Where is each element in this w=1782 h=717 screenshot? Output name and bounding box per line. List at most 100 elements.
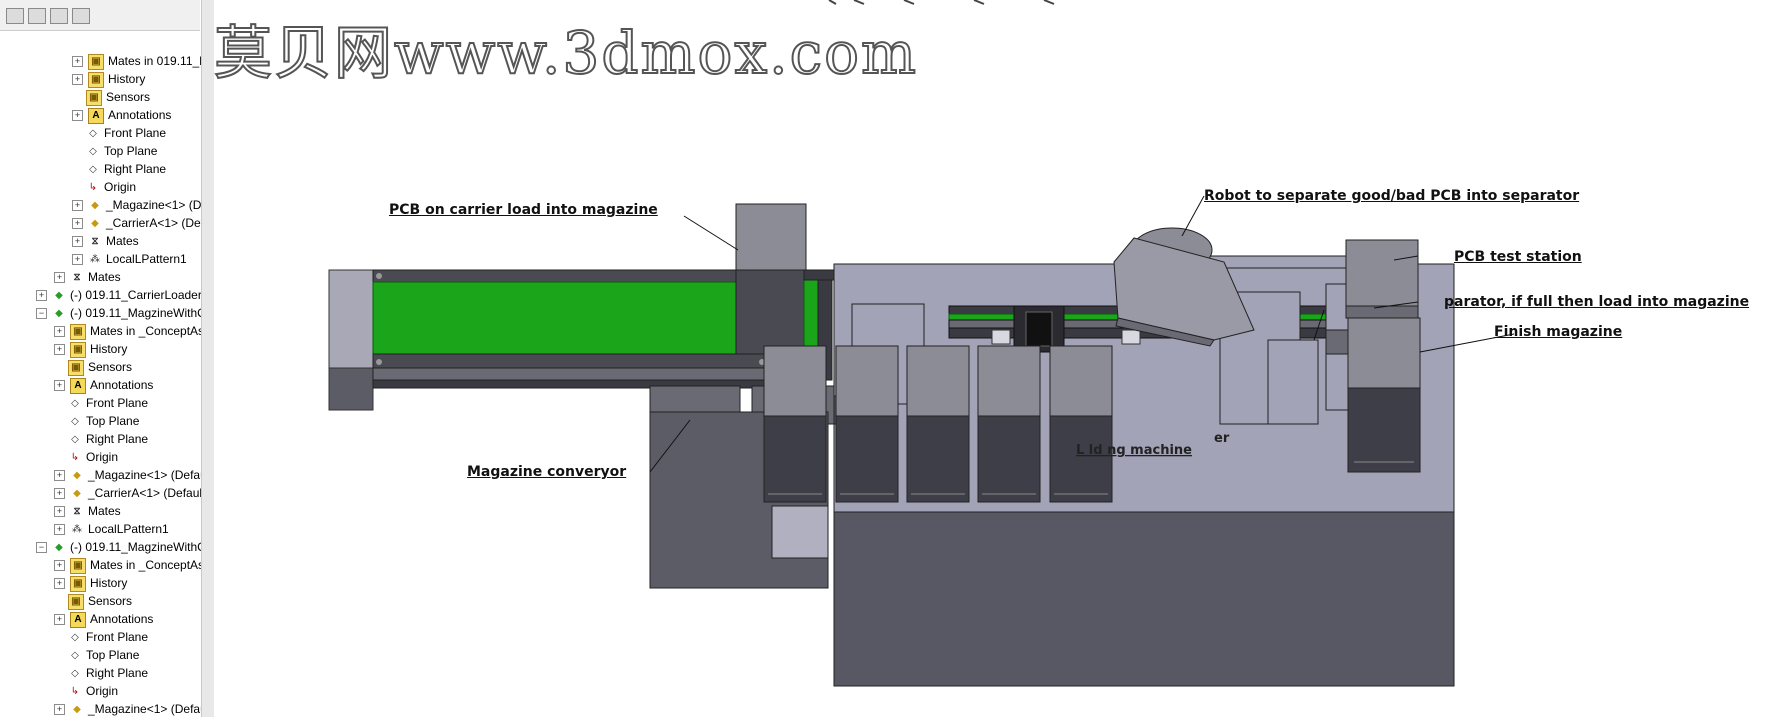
pattern-icon: ⁂ — [72, 523, 82, 535]
tree-expander-icon[interactable]: + — [54, 380, 65, 392]
tree-item[interactable]: ◇Top Plane — [54, 646, 139, 664]
tree-item[interactable]: +▣History — [54, 574, 127, 592]
tree-item-label: Mates — [88, 504, 121, 518]
tree-expander-icon[interactable]: + — [54, 326, 65, 338]
tree-item[interactable]: ↳Origin — [54, 448, 118, 466]
tree-item[interactable]: +▣Mates in _ConceptAs — [54, 556, 204, 574]
tree-expander-icon[interactable]: + — [54, 488, 65, 500]
robot-arm[interactable] — [1113, 227, 1255, 347]
tree-item[interactable]: +◆_CarrierA<1> (Defaul — [54, 484, 202, 502]
tree-item[interactable]: +⁂LocalLPattern1 — [54, 520, 169, 538]
tree-item[interactable]: +▣Mates in 019.11_M — [72, 52, 209, 70]
tree-expander-icon[interactable]: + — [54, 524, 65, 536]
tree-expander-icon[interactable]: + — [54, 578, 65, 590]
tree-item[interactable]: ▣Sensors — [54, 358, 132, 376]
display-manager-tab-icon[interactable] — [72, 8, 90, 24]
tree-item[interactable]: ◇Front Plane — [54, 394, 148, 412]
tree-expander-icon[interactable]: + — [54, 272, 65, 284]
magazine[interactable] — [906, 345, 970, 503]
tree-expander-icon[interactable]: + — [72, 56, 83, 68]
tree-expander-icon[interactable]: + — [54, 344, 65, 356]
finish-magazine[interactable] — [1347, 317, 1421, 473]
assy-icon: ◆ — [55, 307, 63, 319]
tree-expander-icon[interactable]: − — [36, 308, 47, 320]
magazine[interactable] — [835, 345, 899, 503]
feature-tree-tab-icon[interactable] — [6, 8, 24, 24]
tree-item[interactable]: +▣History — [54, 340, 127, 358]
tree-item[interactable]: ↳Origin — [72, 178, 136, 196]
tree-item[interactable]: +◆_Magazine<1> (Defau — [54, 466, 207, 484]
carrier-loader[interactable] — [328, 269, 769, 411]
mates-icon: ⧖ — [73, 271, 81, 283]
part-icon: ◆ — [73, 487, 81, 499]
graphics-viewport[interactable]: er L ld ng machine — [214, 0, 1782, 717]
tree-expander-icon[interactable]: − — [36, 542, 47, 554]
tree-spacer — [54, 417, 63, 426]
magazine-top — [906, 345, 970, 417]
plane-icon: ◇ — [71, 397, 79, 409]
tree-item[interactable]: ◇Right Plane — [54, 664, 148, 682]
tree-item[interactable]: +◆(-) 019.11_CarrierLoader< — [36, 286, 209, 304]
tree-expander-icon[interactable]: + — [54, 704, 65, 716]
tree-item[interactable]: ◇Top Plane — [54, 412, 139, 430]
separator-box[interactable] — [1267, 339, 1319, 425]
magazine-top — [835, 345, 899, 417]
tree-expander-icon[interactable]: + — [72, 200, 83, 212]
tree-item-label: Sensors — [88, 594, 133, 608]
watermark: 莫贝网www.3dmox.com — [214, 18, 918, 88]
tree-item[interactable]: +⁂LocalLPattern1 — [72, 250, 187, 268]
origin-icon: ↳ — [70, 685, 80, 697]
tree-item[interactable]: +▣Mates in _ConceptAs — [54, 322, 204, 340]
tree-item[interactable]: ◇Right Plane — [72, 160, 166, 178]
tree-item-label: Origin — [86, 450, 119, 464]
property-manager-tab-icon[interactable] — [28, 8, 46, 24]
tree-item[interactable]: ◇Front Plane — [54, 628, 148, 646]
tree-scrollbar[interactable] — [201, 0, 214, 717]
magazine[interactable] — [1049, 345, 1113, 503]
tree-item[interactable]: ◇Top Plane — [72, 142, 157, 160]
leader-lines — [649, 195, 1515, 473]
tree-spacer — [72, 165, 81, 174]
tree-expander-icon[interactable]: + — [72, 254, 83, 266]
tree-item-label: Top Plane — [86, 414, 140, 428]
tree-expander-icon[interactable]: + — [54, 506, 65, 518]
tree-expander-icon[interactable]: + — [72, 236, 83, 248]
magazine[interactable] — [977, 345, 1041, 503]
tree-expander-icon[interactable]: + — [54, 614, 65, 626]
tree-expander-icon[interactable]: + — [54, 560, 65, 572]
tree-expander-icon[interactable]: + — [54, 470, 65, 482]
tree-item[interactable]: −◆(-) 019.11_MagzineWithC — [36, 538, 206, 556]
tree-item-label: Right Plane — [104, 162, 167, 176]
tree-expander-icon[interactable]: + — [72, 110, 83, 122]
tree-spacer — [54, 435, 63, 444]
magazine[interactable] — [763, 345, 827, 503]
configuration-manager-tab-icon[interactable] — [50, 8, 68, 24]
tree-item[interactable]: ▣Sensors — [54, 592, 132, 610]
tree-item[interactable]: ◇Right Plane — [54, 430, 148, 448]
tree-expander-icon[interactable]: + — [72, 218, 83, 230]
tree-item[interactable]: +⧖Mates — [54, 502, 121, 520]
tree-item[interactable]: +◆_CarrierA<1> (Def — [72, 214, 204, 232]
tree-item[interactable]: ◇Front Plane — [72, 124, 166, 142]
tree-item[interactable]: +◆_Magazine<1> (Defau — [54, 700, 207, 717]
tree-item-label: Annotations — [90, 378, 154, 392]
tree-item[interactable]: +⧖Mates — [72, 232, 139, 250]
tree-item[interactable]: ↳Origin — [54, 682, 118, 700]
folder-icon: ▣ — [88, 71, 104, 88]
tree-item[interactable]: ▣Sensors — [72, 88, 150, 106]
load-magazine[interactable] — [735, 203, 819, 355]
tree-item[interactable]: +◆_Magazine<1> (D — [72, 196, 201, 214]
assy-icon: ◆ — [55, 541, 63, 553]
tree-item[interactable]: −◆(-) 019.11_MagzineWithC — [36, 304, 206, 322]
magazine-top — [1049, 345, 1113, 417]
tree-item[interactable]: + ⧖ Mates — [54, 268, 121, 286]
conveyor-belt[interactable] — [372, 281, 769, 355]
tree-expander-icon[interactable]: + — [36, 290, 47, 302]
tree-item-label: Origin — [104, 180, 137, 194]
tree-item-label: Mates — [88, 270, 121, 284]
tree-expander-icon[interactable]: + — [72, 74, 83, 86]
tree-item[interactable]: +▣History — [72, 70, 145, 88]
